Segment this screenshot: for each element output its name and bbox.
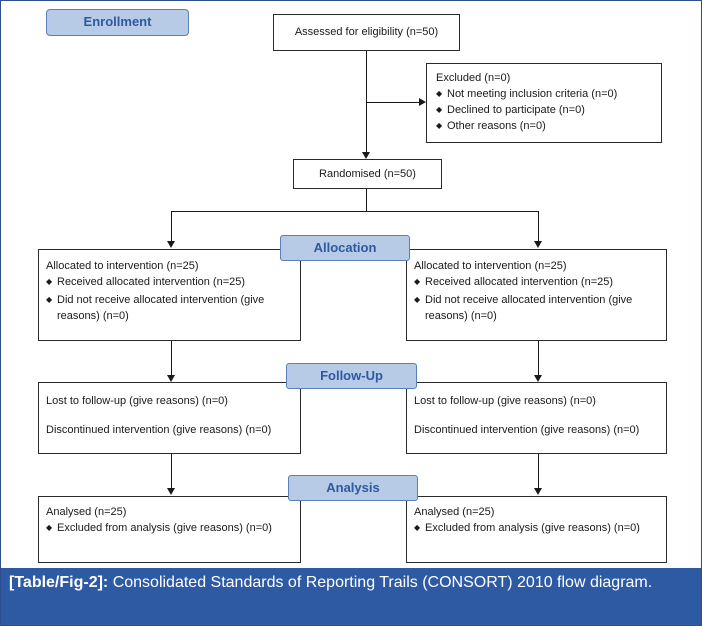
analysis-stage-label: Analysis	[288, 475, 418, 501]
bullet-icon: ◆	[436, 105, 443, 114]
arrow-down-icon	[167, 375, 175, 382]
bullet-icon: ◆	[46, 295, 53, 304]
arrow-down-icon	[167, 241, 175, 248]
analysis-item: ◆ Excluded from analysis (give reasons) …	[414, 522, 640, 534]
bullet-icon: ◆	[414, 523, 421, 532]
arrow-down-icon	[534, 488, 542, 495]
bullet-icon: ◆	[436, 89, 443, 98]
bullet-icon: ◆	[46, 277, 53, 286]
arrow-right-icon	[419, 98, 426, 106]
analysis-box-right: Analysed (n=25) ◆ Excluded from analysis…	[406, 496, 667, 563]
enrollment-stage-label: Enrollment	[46, 9, 189, 36]
excluded-item: ◆ Declined to participate (n=0)	[436, 104, 585, 116]
bullet-icon: ◆	[46, 523, 53, 532]
arrow-down-icon	[534, 375, 542, 382]
allocation-stage-label: Allocation	[280, 235, 410, 261]
connector-line	[366, 102, 421, 103]
bullet-icon: ◆	[436, 121, 443, 130]
allocation-title: Allocated to intervention (n=25)	[414, 260, 567, 272]
bullet-icon: ◆	[414, 295, 421, 304]
excluded-title: Excluded (n=0)	[436, 72, 511, 84]
excluded-item: ◆ Other reasons (n=0)	[436, 120, 546, 132]
analysed-text: Analysed (n=25)	[414, 506, 495, 518]
arrow-down-icon	[534, 241, 542, 248]
bullet-icon: ◆	[414, 277, 421, 286]
randomised-box: Randomised (n=50)	[293, 159, 442, 189]
connector-line	[171, 454, 172, 488]
followup-box-right: Lost to follow-up (give reasons) (n=0) D…	[406, 382, 667, 454]
connector-line	[171, 211, 539, 212]
caption-text: Consolidated Standards of Reporting Trai…	[108, 574, 653, 591]
lost-followup-text: Lost to follow-up (give reasons) (n=0)	[46, 395, 228, 407]
arrow-down-icon	[167, 488, 175, 495]
analysed-text: Analysed (n=25)	[46, 506, 127, 518]
analysis-item: ◆ Excluded from analysis (give reasons) …	[46, 522, 272, 534]
excluded-box: Excluded (n=0) ◆ Not meeting inclusion c…	[426, 63, 662, 143]
connector-line	[171, 341, 172, 375]
eligibility-box: Assessed for eligibility (n=50)	[273, 14, 460, 51]
allocation-item: ◆ Did not receive allocated intervention…	[414, 294, 633, 322]
allocation-box-left: Allocated to intervention (n=25) ◆ Recei…	[38, 249, 301, 341]
excluded-item: ◆ Not meeting inclusion criteria (n=0)	[436, 88, 618, 100]
followup-box-left: Lost to follow-up (give reasons) (n=0) D…	[38, 382, 301, 454]
arrow-down-icon	[362, 152, 370, 159]
connector-line	[366, 189, 367, 211]
allocation-item: ◆ Did not receive allocated intervention…	[46, 294, 265, 322]
lost-followup-text: Lost to follow-up (give reasons) (n=0)	[414, 395, 596, 407]
allocation-item: ◆ Received allocated intervention (n=25)	[46, 276, 246, 288]
analysis-box-left: Analysed (n=25) ◆ Excluded from analysis…	[38, 496, 301, 563]
followup-stage-label: Follow-Up	[286, 363, 417, 389]
connector-line	[538, 211, 539, 241]
connector-line	[366, 51, 367, 156]
connector-line	[538, 341, 539, 375]
eligibility-text: Assessed for eligibility (n=50)	[294, 26, 439, 38]
discontinued-text: Discontinued intervention (give reasons)…	[46, 424, 272, 436]
randomised-text: Randomised (n=50)	[319, 168, 416, 180]
discontinued-text: Discontinued intervention (give reasons)…	[414, 424, 640, 436]
allocation-title: Allocated to intervention (n=25)	[46, 260, 199, 272]
allocation-item: ◆ Received allocated intervention (n=25)	[414, 276, 614, 288]
figure-caption: [Table/Fig-2]: Consolidated Standards of…	[1, 568, 701, 625]
caption-label: [Table/Fig-2]:	[9, 574, 109, 591]
connector-line	[538, 454, 539, 488]
allocation-box-right: Allocated to intervention (n=25) ◆ Recei…	[406, 249, 667, 341]
connector-line	[171, 211, 172, 241]
